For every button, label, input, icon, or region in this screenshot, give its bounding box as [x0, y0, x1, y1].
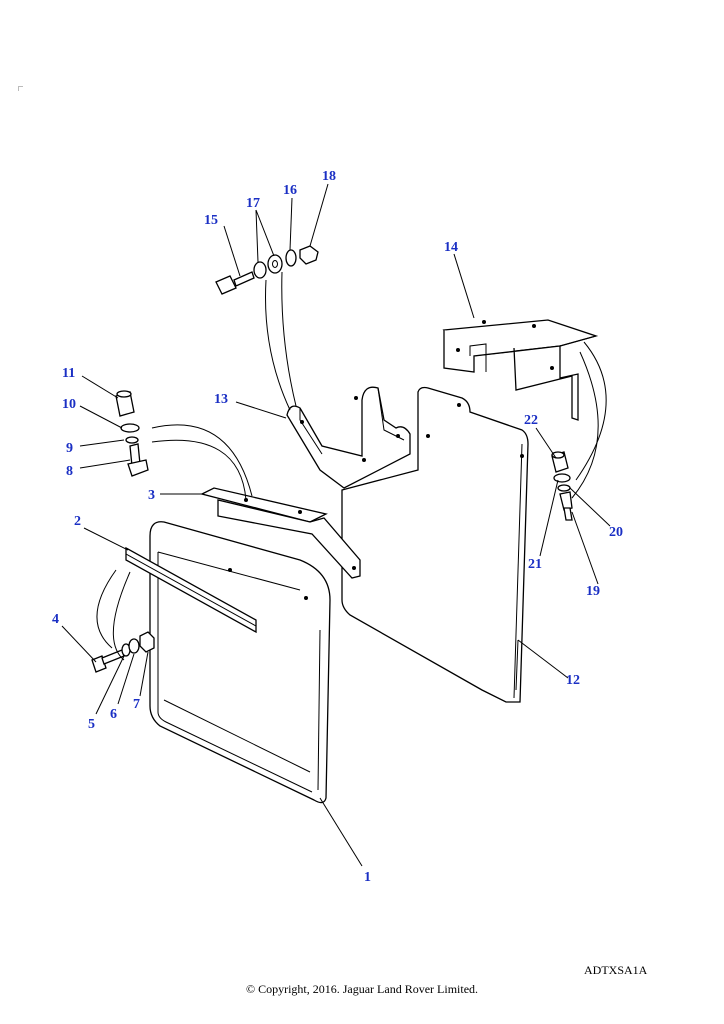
callout-7: 7 [133, 697, 140, 712]
part-6-washer [128, 638, 140, 654]
callout-3: 3 [148, 488, 155, 503]
callout-16: 16 [283, 183, 297, 198]
callout-18: 18 [322, 169, 336, 184]
part-7-nut [139, 631, 155, 653]
part-15-bolt-shank [233, 271, 255, 287]
fastener-set-front [91, 631, 155, 673]
callout-17: 17 [246, 196, 260, 211]
callout-20: 20 [609, 525, 623, 540]
corner-mark [18, 86, 23, 91]
part-19-bolt-head [559, 491, 573, 511]
part-13-centre-bracket [286, 386, 411, 489]
callout-4: 4 [52, 612, 59, 627]
part-18-nut [299, 245, 319, 265]
callout-1: 1 [364, 870, 371, 885]
fastener-set-left [115, 390, 149, 477]
callout-labels: 1 2 3 4 5 6 7 8 9 10 11 12 13 14 15 16 1… [52, 169, 623, 885]
callout-19: 19 [586, 584, 600, 599]
fastener-set-right [551, 451, 573, 521]
part-15-bolt-head [215, 275, 237, 295]
part-21-washer [553, 473, 571, 483]
part-12-rear-mudflap [341, 386, 529, 703]
fastener-set-top [215, 245, 319, 295]
part-3-front-bracket [200, 487, 361, 579]
copyright-notice: © Copyright, 2016. Jaguar Land Rover Lim… [245, 982, 479, 996]
part-2-front-strip [125, 546, 257, 634]
part-8-bolt-head [127, 459, 149, 477]
callout-9: 9 [66, 441, 73, 456]
part-17-washer-b [267, 254, 283, 274]
assembly-lines [96, 271, 607, 661]
part-20-washer [557, 484, 571, 492]
part-1-front-mudflap [149, 521, 331, 804]
callout-2: 2 [74, 514, 81, 529]
part-9-washer [125, 436, 139, 444]
callout-15: 15 [204, 213, 218, 228]
part-10-washer [120, 423, 140, 433]
part-16-washer [285, 249, 297, 267]
callout-10: 10 [62, 397, 76, 412]
callout-22: 22 [524, 413, 538, 428]
callout-12: 12 [566, 673, 580, 688]
callout-13: 13 [214, 392, 228, 407]
callout-21: 21 [528, 557, 542, 572]
leader-lines [61, 183, 611, 867]
callout-8: 8 [66, 464, 73, 479]
callout-5: 5 [88, 717, 95, 732]
callout-11: 11 [62, 366, 75, 381]
callout-14: 14 [444, 240, 458, 255]
callout-6: 6 [110, 707, 117, 722]
part-17-washer-a [253, 261, 267, 279]
drawing-reference: ADTXSA1A [584, 963, 648, 977]
part-19-bolt-shank [563, 507, 573, 521]
part-14-rear-bracket [442, 319, 599, 421]
